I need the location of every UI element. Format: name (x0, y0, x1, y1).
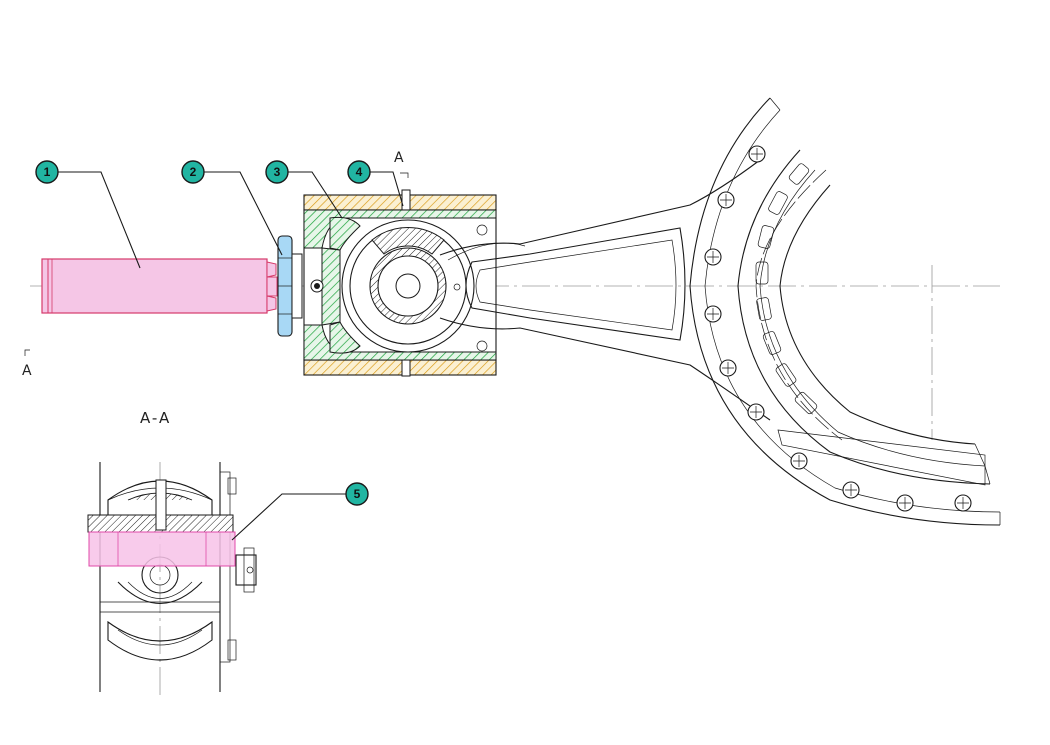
part-3-bracket (303, 209, 497, 361)
section-marker-top: A (394, 150, 404, 166)
part-5-band (88, 531, 236, 567)
section-title: A-A (140, 409, 171, 427)
callout-2-label: 2 (190, 165, 197, 179)
roller-slots (755, 163, 818, 415)
arm (439, 159, 771, 421)
callout-1-label: 1 (44, 165, 51, 179)
callout-4: 4 (347, 160, 371, 184)
callout-2: 2 (181, 160, 205, 184)
callout-3: 3 (265, 160, 289, 184)
leader-lines (58, 171, 404, 541)
callout-1: 1 (35, 160, 59, 184)
ring-segment (689, 97, 1001, 526)
part-2-nut (277, 235, 303, 337)
section-view-a-a (87, 462, 257, 692)
callout-5-label: 5 (354, 487, 361, 501)
callout-4-label: 4 (356, 165, 363, 179)
section-marker-left: A (22, 363, 32, 379)
hub-bearing (341, 219, 488, 353)
callout-3-label: 3 (274, 165, 281, 179)
part-1-cylinder (41, 258, 278, 314)
callout-5: 5 (345, 482, 369, 506)
section-markers: A A A-A (22, 150, 409, 427)
